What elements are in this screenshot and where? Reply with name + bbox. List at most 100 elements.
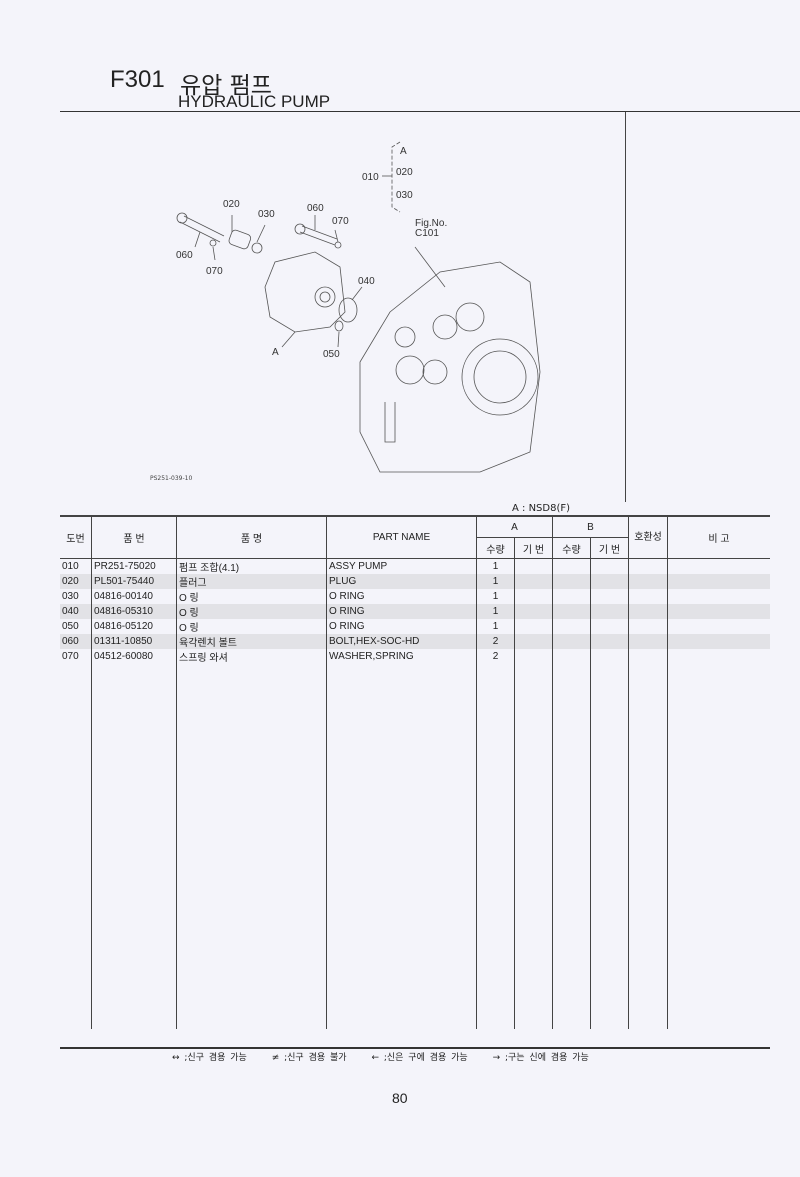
group-item-label: 030 xyxy=(396,190,413,201)
callout-label: 070 xyxy=(332,216,349,227)
part-number: PL501-75440 xyxy=(91,574,177,589)
serial-a xyxy=(514,574,553,589)
remarks xyxy=(667,574,770,589)
fig-ref-number: C101 xyxy=(415,228,439,239)
serial-a xyxy=(514,634,553,649)
quantity-b xyxy=(552,619,591,634)
row-no: 010 xyxy=(62,561,79,572)
quantity-a: 1 xyxy=(476,619,515,634)
group-label: 010 xyxy=(362,172,379,183)
legend-item: → ;구는 신에 겸용 가능 xyxy=(492,1053,589,1063)
header-no: 도번 xyxy=(60,515,92,559)
callout-label: 040 xyxy=(358,276,375,287)
interchange xyxy=(628,604,668,619)
serial-a xyxy=(514,649,553,664)
part-name-korean: 육각렌치 볼트 xyxy=(176,634,327,649)
quantity-b xyxy=(552,558,591,574)
remarks xyxy=(667,634,770,649)
quantity-b xyxy=(552,589,591,604)
part-number: 04816-05310 xyxy=(91,604,177,619)
part-name-korean: O 링 xyxy=(176,589,327,604)
serial-a xyxy=(514,589,553,604)
serial-a xyxy=(514,619,553,634)
header-interchange: 호환성 xyxy=(628,515,668,559)
interchange xyxy=(628,558,668,574)
quantity-a: 2 xyxy=(476,649,515,664)
row-no: 050 xyxy=(62,621,79,632)
part-name-korean: 펌프 조합(4.1) xyxy=(176,558,327,574)
header-name-ko: 품 명 xyxy=(176,515,327,559)
interchange xyxy=(628,649,668,664)
part-name-english: O RING xyxy=(326,604,477,619)
remarks xyxy=(667,619,770,634)
header-qty-a: 수량 xyxy=(476,537,515,559)
serial-b xyxy=(590,619,629,634)
callout-label: 050 xyxy=(323,349,340,360)
interchange xyxy=(628,574,668,589)
part-number: PR251-75020 xyxy=(91,558,177,574)
empty-cell xyxy=(552,664,591,1029)
quantity-a: 2 xyxy=(476,634,515,649)
page-number: 80 xyxy=(392,1090,408,1106)
serial-b xyxy=(590,604,629,619)
serial-b xyxy=(590,589,629,604)
part-name-english: O RING xyxy=(326,619,477,634)
empty-cell xyxy=(476,664,515,1029)
quantity-b xyxy=(552,604,591,619)
remarks xyxy=(667,589,770,604)
group-item-label: 020 xyxy=(396,167,413,178)
empty-cell xyxy=(514,664,553,1029)
group-item-label: A xyxy=(400,146,407,157)
serial-a xyxy=(514,604,553,619)
interchange xyxy=(628,634,668,649)
callout-label: 070 xyxy=(206,266,223,277)
remarks xyxy=(667,558,770,574)
legend-item: ↔ ;신구 겸용 가능 xyxy=(172,1053,247,1063)
quantity-a: 1 xyxy=(476,558,515,574)
part-name-korean: O 링 xyxy=(176,619,327,634)
serial-b xyxy=(590,634,629,649)
interchange-legend: ↔ ;신구 겸용 가능 ≠ ;신구 겸용 불가 ← ;신은 구에 겸용 가능 →… xyxy=(172,1050,609,1063)
title-divider xyxy=(60,111,800,112)
empty-cell xyxy=(326,664,477,1029)
remarks xyxy=(667,604,770,619)
part-name-korean: O 링 xyxy=(176,604,327,619)
header-remarks: 비 고 xyxy=(667,515,770,559)
part-name-korean: 스프링 와셔 xyxy=(176,649,327,664)
model-note: A : NSD8(F) xyxy=(512,503,571,514)
quantity-b xyxy=(552,574,591,589)
section-title-english: HYDRAULIC PUMP xyxy=(178,92,331,111)
empty-cell xyxy=(667,664,770,1029)
callout-label: 030 xyxy=(258,209,275,220)
part-number: 04816-05120 xyxy=(91,619,177,634)
quantity-a: 1 xyxy=(476,604,515,619)
parts-table: 도번 품 번 품 명 PART NAME A B 호환성 비 고 수량 기 번 … xyxy=(60,515,770,1029)
part-name-english: PLUG xyxy=(326,574,477,589)
serial-a xyxy=(514,558,553,574)
row-no: 070 xyxy=(62,651,79,662)
callout-label: A xyxy=(272,347,279,358)
empty-cell xyxy=(628,664,668,1029)
header-name-en: PART NAME xyxy=(326,515,477,559)
legend-item: ≠ ;신구 겸용 불가 xyxy=(271,1053,347,1063)
empty-cell xyxy=(91,664,177,1029)
quantity-b xyxy=(552,634,591,649)
empty-table-space xyxy=(60,664,770,1029)
serial-b xyxy=(590,649,629,664)
row-no: 020 xyxy=(60,574,92,589)
part-number: 04512-60080 xyxy=(91,649,177,664)
part-name-english: O RING xyxy=(326,589,477,604)
quantity-a: 1 xyxy=(476,574,515,589)
section-title-korean: 유압 펌프 xyxy=(180,73,272,99)
header-part-no: 품 번 xyxy=(91,515,177,559)
quantity-b xyxy=(552,649,591,664)
row-no: 040 xyxy=(60,604,92,619)
header-group-b: B xyxy=(552,515,629,538)
callout-label: 060 xyxy=(176,250,193,261)
